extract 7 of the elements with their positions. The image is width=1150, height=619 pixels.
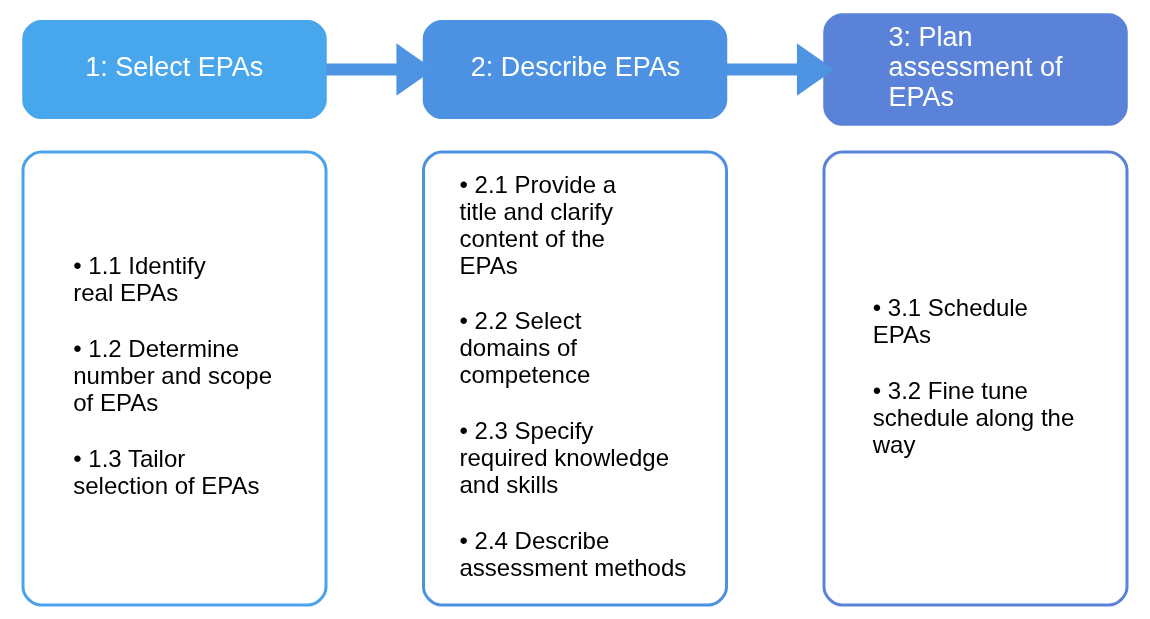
node-box: 3: Plan assessment of EPAs [823, 13, 1128, 126]
node-box: 2: Describe EPAs [422, 20, 728, 119]
node-box: • 3.1 Schedule EPAs • 3.2 Fine tune schedule along the way [822, 150, 1129, 607]
arrow [726, 43, 835, 96]
node-box: • 1.1 Identify real EPAs • 1.2 Determine number and scope of EPAs • 1.3 Tailor selection of EPAs [21, 150, 328, 607]
node-box: • 2.1 Provide a title and clarify content of the EPAs • 2.2 Select domains of competence • 2.3 Specify required knowledge and skills • 2.4 Describe assessment methods [422, 150, 728, 607]
node-box: 1: Select EPAs [22, 20, 327, 119]
